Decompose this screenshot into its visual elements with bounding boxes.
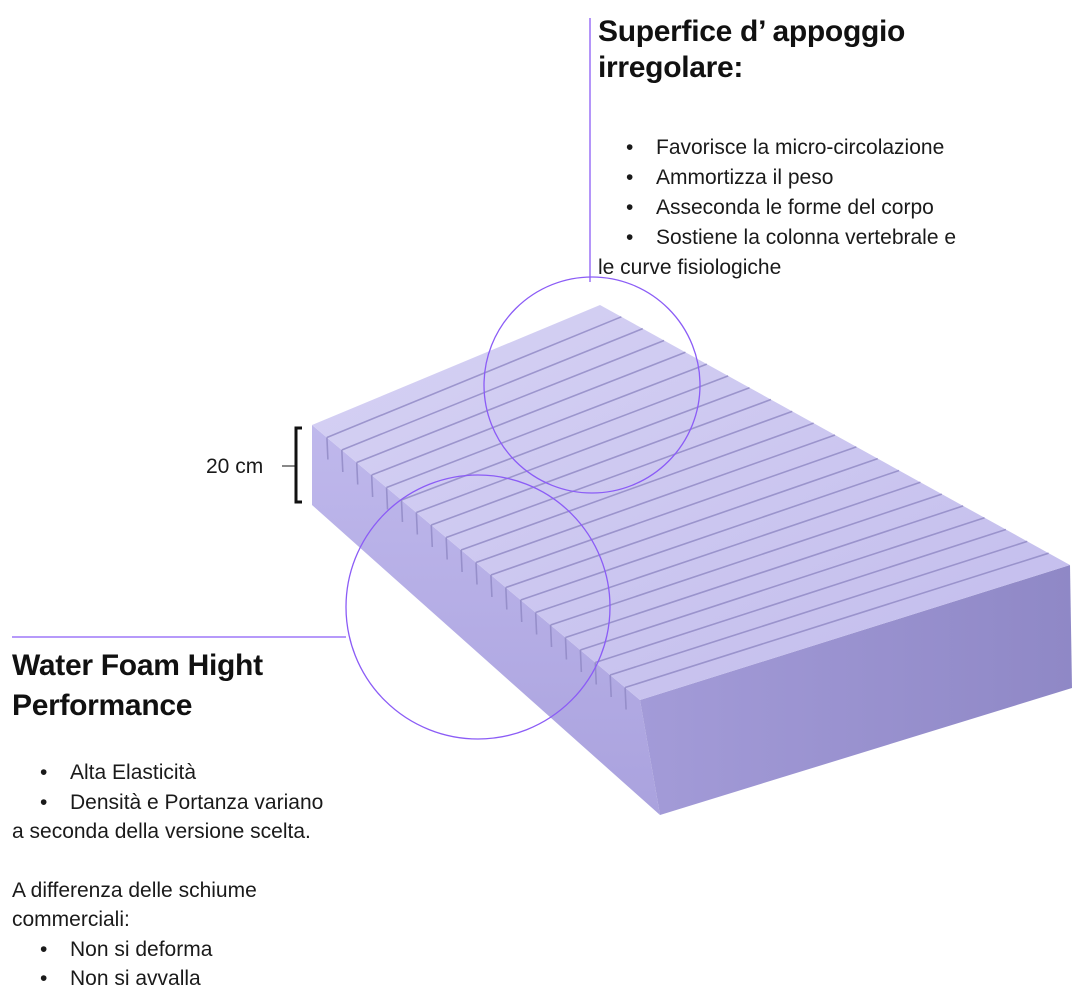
bullet-item: •Alta Elasticità (40, 761, 197, 784)
height-label: 20 cm (206, 455, 264, 478)
groove-cut (609, 674, 612, 698)
bullet-item: •Asseconda le forme del corpo (626, 196, 934, 219)
height-bracket (294, 426, 302, 504)
foam-title-line2: Performance (12, 689, 193, 722)
note-line1: A differenza delle schiume (12, 878, 257, 902)
bullet-continuation: le curve fisiologiche (598, 256, 782, 279)
groove-line (505, 457, 878, 589)
bullet-item: •Non si deforma (40, 937, 213, 961)
groove-line (475, 434, 836, 564)
groove-line (460, 422, 814, 551)
groove-cut (370, 474, 374, 498)
zoom-circle-surface (483, 276, 701, 494)
groove-line (624, 552, 1049, 689)
surface-bullets: •Favorisce la micro-circolazione •Ammort… (598, 133, 956, 283)
groove-line (401, 375, 729, 501)
groove-cut (430, 524, 434, 548)
groove-line (356, 339, 665, 464)
groove-line (416, 386, 750, 514)
surface-title-line2: irregolare: (598, 51, 744, 84)
bullet-item: •Densità e Portanza variano (40, 790, 324, 814)
groove-cut (624, 687, 627, 710)
foam-section: Water Foam Hight Performance (12, 648, 263, 724)
mattress-top-face (312, 305, 1070, 700)
groove-cut (505, 587, 508, 610)
groove-cut (519, 599, 523, 623)
mattress-left-face (312, 425, 660, 815)
groove-cut (549, 624, 553, 648)
groove-line (520, 469, 900, 601)
groove-cut (490, 574, 493, 598)
groove-cut (445, 537, 448, 560)
groove-line (595, 528, 1007, 664)
groove-line (445, 410, 793, 539)
groove-line (550, 493, 943, 626)
groove-line (326, 316, 622, 439)
groove-line (535, 481, 921, 614)
groove-line (609, 540, 1028, 676)
groove-line (341, 327, 644, 451)
groove-cut (475, 562, 478, 585)
groove-cut (341, 449, 344, 473)
bullet-item: •Sostiene la colonna vertebrale e (626, 226, 957, 249)
mattress-right-face (640, 565, 1072, 815)
surface-section: Superfice d’ appoggio irregolare: (598, 14, 905, 86)
groove-line (490, 446, 857, 576)
groove-cut (385, 487, 389, 510)
groove-cut (460, 549, 463, 573)
groove-cut (400, 499, 404, 523)
zoom-circle-foam (345, 474, 611, 740)
bullet-item: •Ammortizza il peso (626, 166, 834, 189)
foam-title-line1: Water Foam Hight (12, 649, 263, 682)
groove-line (386, 363, 708, 489)
note-line2: commerciali: (12, 908, 130, 931)
groove-line (580, 516, 985, 651)
bullet-item: •Favorisce la micro-circolazione (626, 136, 945, 159)
groove-cut (534, 612, 538, 635)
foam-bullets: •Alta Elasticità •Densità e Portanza var… (12, 758, 323, 994)
groove-line (565, 505, 964, 639)
groove-line (371, 351, 686, 476)
groove-line (430, 398, 772, 526)
groove-cut (579, 649, 583, 673)
groove-cut (564, 637, 568, 660)
surface-title-line1: Superfice d’ appoggio (598, 15, 906, 48)
groove-cut (355, 462, 359, 485)
mattress-grooves (326, 316, 1049, 710)
bullet-item: •Non si avvalla (40, 967, 201, 990)
bullet-continuation: a seconda della versione scelta. (12, 820, 311, 843)
groove-cut (415, 512, 419, 535)
groove-cut (326, 437, 329, 460)
